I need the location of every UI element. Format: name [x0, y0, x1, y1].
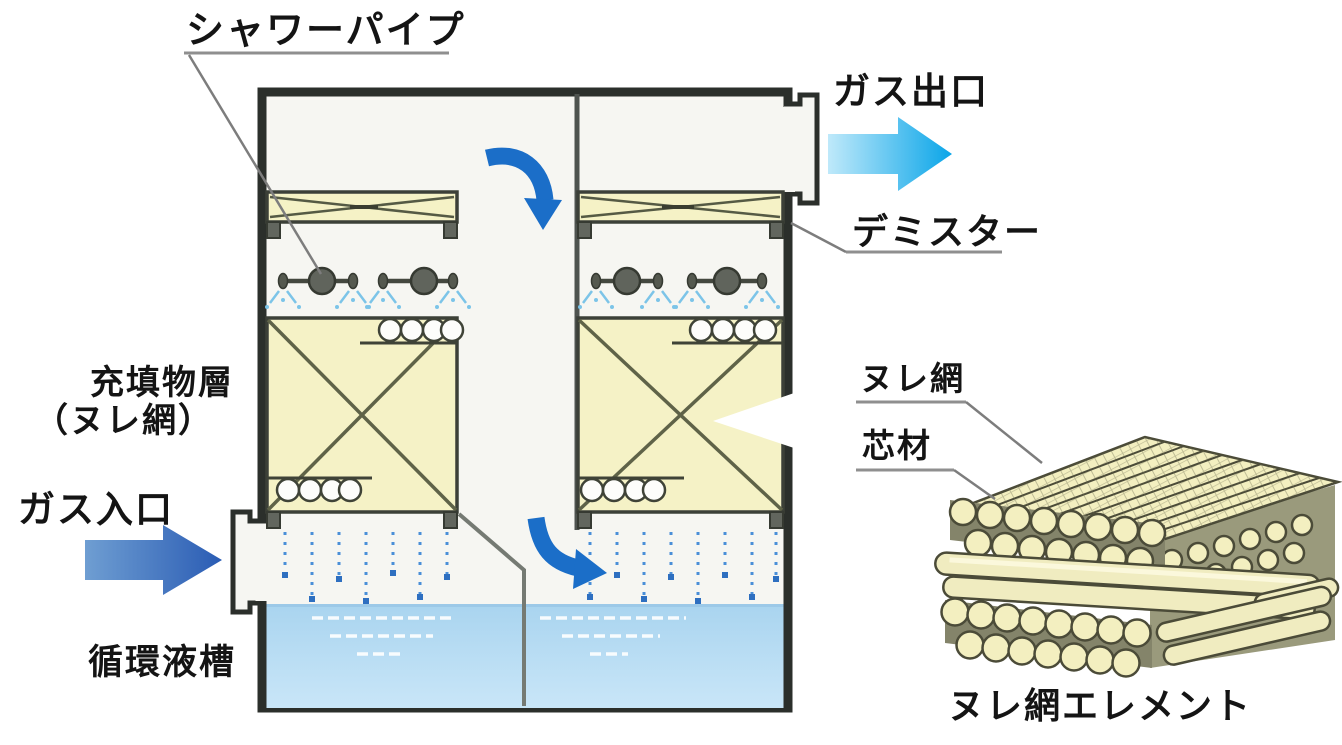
shower-hub [307, 266, 337, 296]
spray-cones-right [578, 290, 780, 309]
liquid-drips-left [282, 532, 450, 604]
tank-baffle [457, 512, 526, 706]
shower-hub [712, 266, 742, 296]
demister-left [265, 190, 459, 239]
gas-flow-arrows [85, 117, 952, 595]
gas-outlet-arrow [828, 117, 952, 191]
labels: シャワーパイプ ガス出口 デミスター 充填物層 （ヌレ網） ガス入口 循環液槽 … [18, 10, 1252, 726]
bottom-right-rods [1155, 577, 1340, 666]
label-wet-mesh: ヌレ網 [860, 360, 965, 397]
label-packing-layer-line1: 充填物層 [90, 364, 234, 402]
inlet-wall-opening [255, 524, 269, 601]
packed-bed-left [265, 316, 465, 529]
right-chamber [576, 190, 785, 604]
label-wet-mesh-element: ヌレ網エレメント [948, 685, 1252, 726]
water-ripples [312, 616, 686, 656]
packed-bed-right [576, 316, 785, 529]
demister-right [576, 190, 785, 239]
shower-pipes-right [590, 266, 768, 296]
shower-pipes-left [277, 266, 459, 296]
label-demister: デミスター [852, 211, 1042, 252]
gas-inlet-arrow [85, 525, 222, 595]
label-gas-outlet: ガス出口 [833, 71, 989, 112]
wet-mesh-leader [965, 401, 1043, 464]
label-core-material: 芯材 [862, 427, 932, 464]
downflow-arrow-bottom [527, 516, 581, 577]
left-chamber [265, 190, 471, 604]
label-shower-pipe: シャワーパイプ [186, 10, 466, 52]
shower-pipe-leader [187, 54, 323, 275]
shower-hub [409, 266, 439, 296]
wet-mesh-element-illustration [934, 435, 1342, 678]
spray-cones-left [265, 290, 471, 309]
label-packing-layer-line2: （ヌレ網） [34, 401, 214, 440]
label-circulating-tank: 循環液槽 [88, 643, 236, 682]
outlet-wall-opening [782, 107, 795, 192]
shower-hub [612, 266, 642, 296]
downflow-arrowhead-top [524, 198, 562, 230]
downflow-arrow-top [485, 147, 554, 202]
label-gas-inlet: ガス入口 [18, 489, 174, 530]
downflow-arrowhead-bottom [573, 549, 607, 589]
demister-leader [790, 221, 847, 254]
liquid-drips-right [587, 532, 779, 604]
packing-callout-wedge [713, 392, 797, 449]
core-material-leader [953, 468, 996, 501]
lower-rod-ends [940, 597, 1152, 678]
